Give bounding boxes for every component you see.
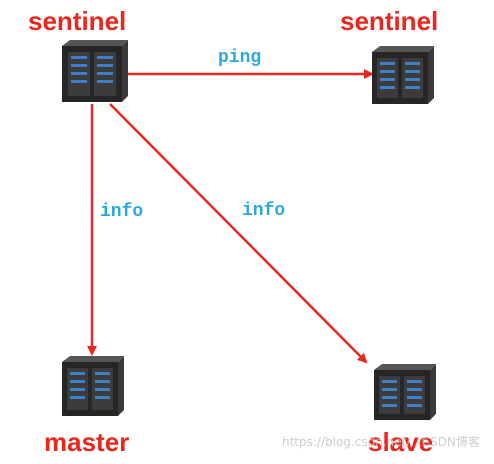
edge-label-info-slave: info: [242, 201, 285, 221]
edge-label-ping: ping: [218, 48, 261, 68]
server-rack-icon: [372, 46, 434, 104]
node-label-sentinel-right: sentinel: [340, 6, 438, 36]
edge-label-info-master: info: [100, 202, 143, 222]
edge-info-slave-line: [109, 103, 368, 364]
server-rack-icon: [62, 40, 128, 102]
node-label-sentinel-left: sentinel: [28, 6, 126, 36]
server-rack-icon: [374, 364, 436, 420]
node-label-slave: slave: [368, 427, 433, 457]
server-rack-icon: [62, 356, 124, 416]
watermark-text: https://blog.csdn.net/...CSDN博客: [282, 434, 480, 449]
node-label-master: master: [44, 427, 129, 457]
